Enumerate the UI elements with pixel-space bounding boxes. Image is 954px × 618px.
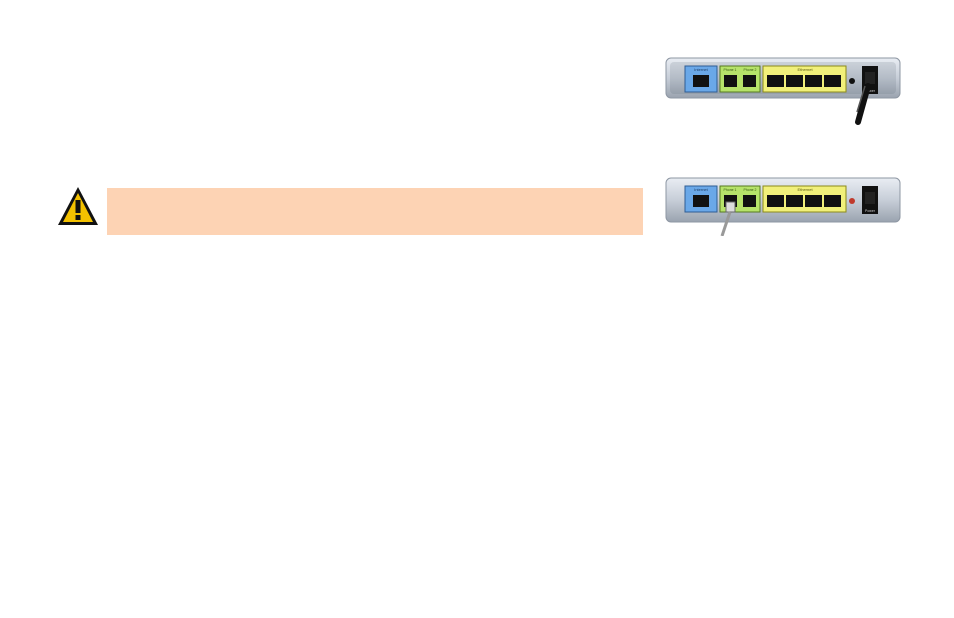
warning-box	[107, 188, 643, 235]
ethernet-ports-label: Ethernet	[797, 67, 813, 72]
warning-icon	[56, 185, 100, 227]
power-port-label: Power	[865, 89, 876, 93]
phone-cable-icon	[720, 211, 732, 236]
phone1-port-label: Phone 1	[723, 188, 736, 192]
phone1-port-label: Phone 1	[723, 68, 736, 72]
phone2-port-label: Phone 2	[743, 188, 756, 192]
power-port-label: Power	[865, 209, 876, 213]
power-cord-icon	[855, 83, 871, 125]
internet-port-label: Internet	[694, 187, 708, 192]
router-back-panel-phone-figure: Internet Phone 1 Phone 2 Ethernet Power	[665, 176, 901, 236]
warning-text	[107, 188, 643, 204]
internet-port-label: Internet	[694, 67, 708, 72]
router-back-panel-power-figure: Internet Phone 1 Phone 2 Ethernet Power	[665, 52, 901, 132]
ethernet-ports-label: Ethernet	[797, 187, 813, 192]
phone-plug-icon	[725, 201, 736, 213]
phone2-port-label: Phone 2	[743, 68, 756, 72]
